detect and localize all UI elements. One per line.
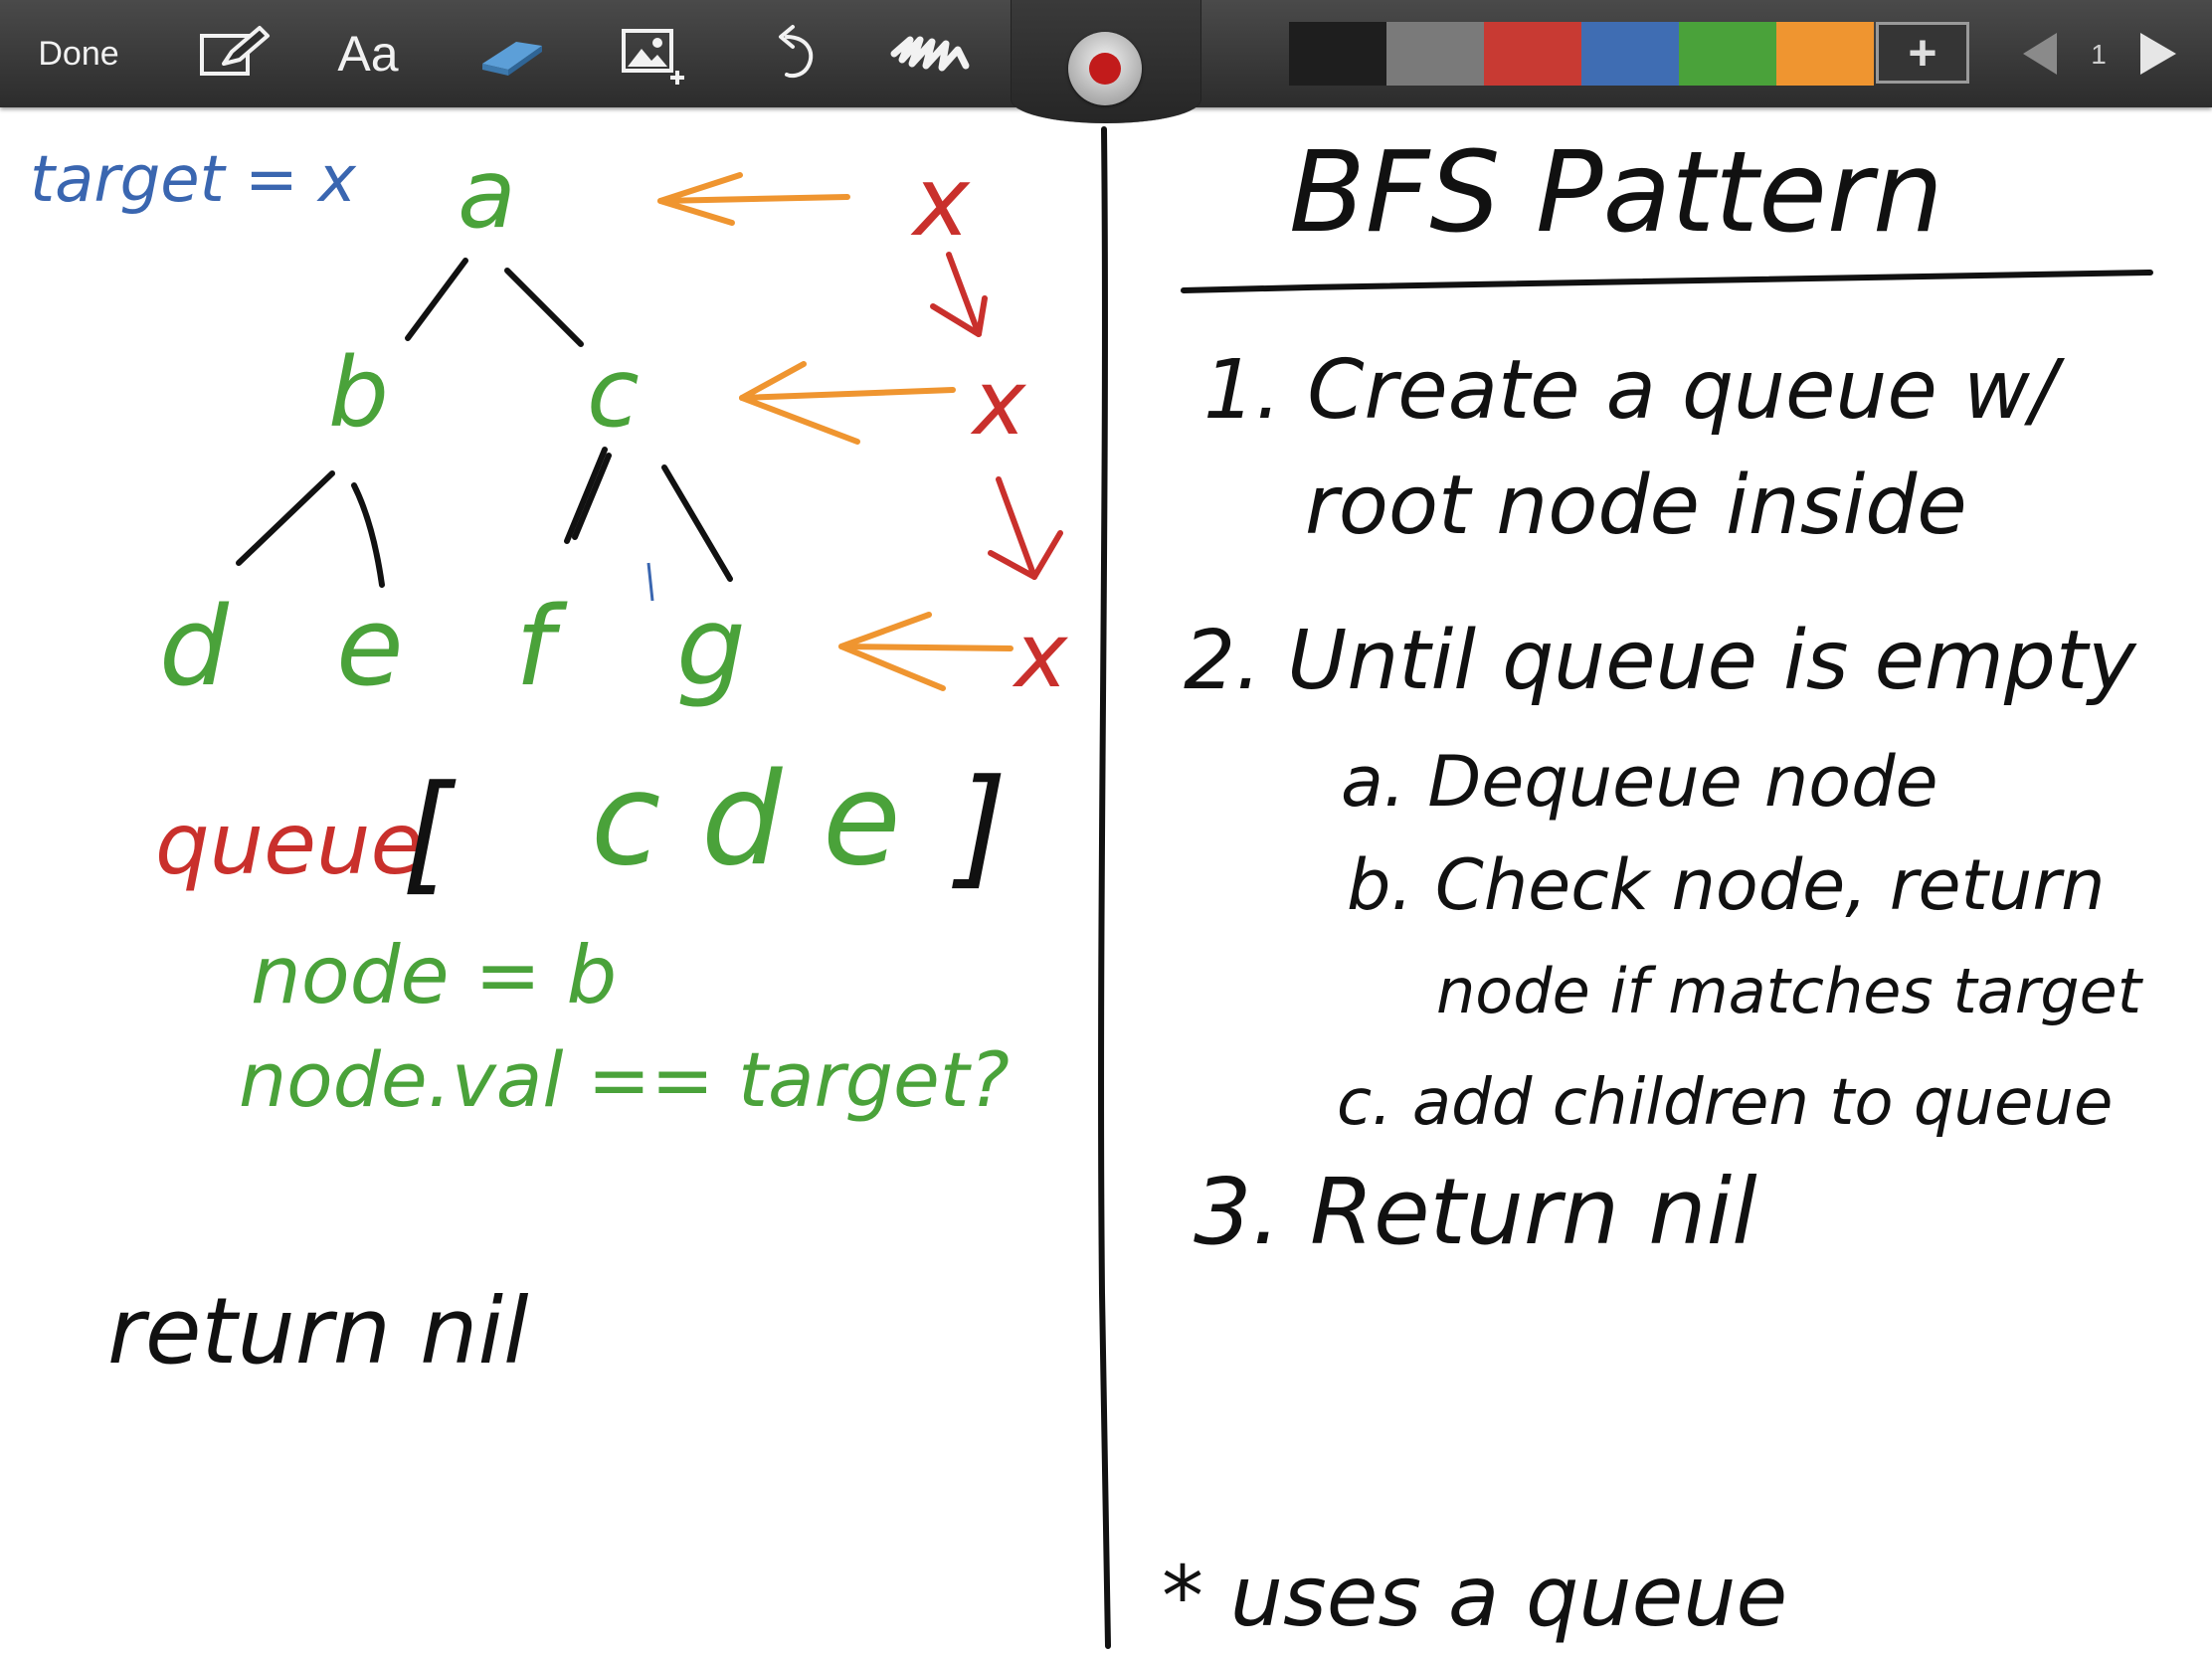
step-1-line-2: root node inside (1305, 459, 1967, 553)
page-divider (1098, 126, 1111, 1649)
step-2c: c. add children to queue (1337, 1066, 2113, 1140)
step-3: 3. Return nil (1194, 1159, 1757, 1265)
font-button[interactable]: Aa (337, 26, 399, 82)
color-swatch-gray[interactable] (1386, 22, 1484, 86)
insert-image-icon[interactable] (607, 0, 696, 107)
target-label: target = x (30, 143, 357, 217)
level-arrows (657, 172, 1014, 691)
eraser-icon[interactable] (467, 0, 557, 107)
queue-close-bracket: ] (952, 751, 1008, 902)
step-2b-line-2: node if matches target (1436, 955, 2144, 1027)
bfs-note: * uses a queue (1162, 1548, 1787, 1645)
record-dot-icon (1089, 53, 1121, 85)
color-swatch-orange[interactable] (1776, 22, 1874, 86)
color-swatch-red[interactable] (1484, 22, 1581, 86)
queue-open-bracket: [ (402, 757, 457, 908)
tree-node-a: a (458, 138, 516, 250)
step-2: 2. Until queue is empty (1184, 614, 2137, 708)
return-nil-left: return nil (107, 1278, 529, 1384)
queue-label: queue (155, 795, 423, 894)
tree-node-g: g (676, 583, 746, 710)
color-swatch-black[interactable] (1289, 22, 1386, 86)
step-1-line-1: 1. Create a queue w/ (1203, 343, 2065, 438)
edit-note-icon[interactable] (189, 0, 278, 107)
title-underline (1181, 270, 2153, 293)
queue-contents: c d e (591, 746, 901, 894)
next-page-icon[interactable] (2128, 0, 2188, 107)
step-2b-line-1: b. Check node, return (1347, 844, 2106, 926)
current-node-line: node = b (251, 929, 617, 1021)
tree-node-b: b (328, 337, 389, 449)
undo-icon[interactable] (756, 0, 835, 107)
tree-node-e: e (336, 583, 404, 710)
page-number: 1 (2091, 39, 2107, 70)
stray-mark (646, 562, 654, 602)
tree-node-f: f (515, 583, 568, 710)
step-2a: a. Dequeue node (1341, 741, 1938, 823)
bfs-title: BFS Pattern (1289, 128, 1943, 258)
done-button[interactable]: Done (38, 34, 119, 73)
previous-page-icon[interactable] (2009, 0, 2069, 107)
record-button[interactable] (1068, 32, 1142, 105)
color-swatch-blue[interactable] (1581, 22, 1679, 86)
tree-node-c: c (587, 337, 640, 449)
level-marker-2: x (970, 351, 1027, 456)
whiteboard-canvas[interactable]: target = x a b c d e f g x x x queue [ c… (0, 107, 2212, 1659)
add-color-button[interactable]: + (1876, 22, 1969, 84)
brush-icon[interactable] (883, 0, 983, 107)
tree-edges (236, 258, 733, 588)
level-marker-3: x (1012, 604, 1069, 708)
tree-node-d: d (159, 583, 230, 710)
level-markers: x x x (910, 146, 1069, 708)
color-swatch-green[interactable] (1679, 22, 1776, 86)
node-check-line: node.val == target? (239, 1035, 1010, 1124)
level-marker-1: x (910, 146, 971, 258)
level-down-arrows (930, 252, 1063, 580)
